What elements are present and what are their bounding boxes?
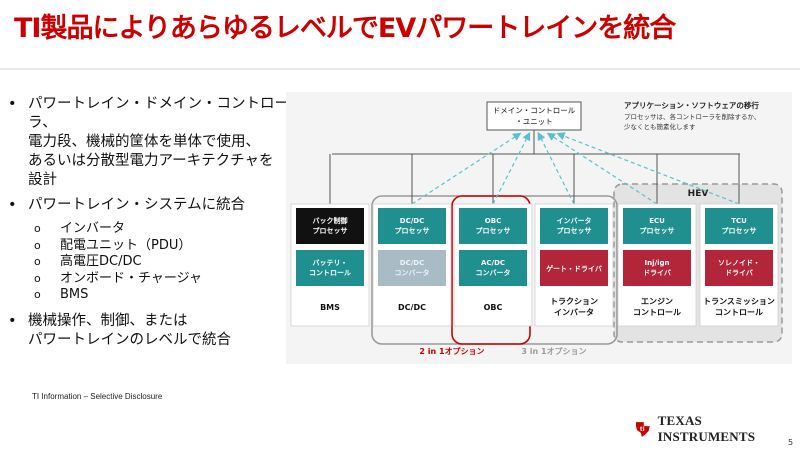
- svg-text:ti: ti: [640, 427, 645, 433]
- option-3in1-label: 3 in 1オプション: [521, 346, 586, 356]
- column-label: コントロール: [633, 308, 681, 317]
- power-stage-label: ドライバ: [643, 269, 671, 277]
- processor-label: プロセッサ: [722, 226, 757, 235]
- bullet-1-line-3: あるいは分散型電力アーキテクチャを: [28, 153, 274, 169]
- power-stage-block: [540, 250, 608, 286]
- column-label: エンジン: [641, 297, 673, 306]
- processor-label: プロセッサ: [640, 226, 675, 235]
- processor-label: ECU: [649, 217, 665, 225]
- bullet-3: • 機械操作、制御、または パワートレインのレベルで統合: [8, 312, 293, 350]
- column-label: コントロール: [715, 308, 763, 317]
- power-stage-label: DC/DC: [400, 259, 424, 267]
- bullet-dot: •: [8, 197, 17, 213]
- power-stage-label: コンバータ: [476, 268, 511, 277]
- processor-block: [296, 208, 364, 244]
- bullet-3-line-2: パワートレインのレベルで統合: [28, 331, 231, 348]
- power-stage-block: [623, 250, 691, 286]
- power-stage-label: Inj/ign: [645, 259, 670, 267]
- bullet-dot: •: [8, 312, 17, 329]
- slide-title: TI製品によりあらゆるレベルでEVパワートレインを統合: [14, 13, 676, 44]
- processor-label: OBC: [485, 217, 501, 225]
- processor-block: [623, 208, 691, 244]
- power-stage-label: ゲート・ドライバ: [546, 264, 602, 273]
- column-label: インバータ: [554, 307, 594, 317]
- sub-bullet-text: インバータ: [60, 221, 126, 236]
- power-stage-label: ドライバ: [725, 269, 753, 277]
- bullet-3-line-1: 機械操作、制御、または: [28, 312, 188, 329]
- processor-block: [459, 208, 527, 244]
- app-note-line-3: 少なくとも簡素化します: [624, 122, 696, 131]
- bullet-1-line-4: 設計: [28, 172, 57, 188]
- processor-label: DC/DC: [400, 217, 424, 225]
- processor-label: プロセッサ: [557, 226, 592, 235]
- processor-block: [705, 208, 773, 244]
- column-label: トラクション: [550, 296, 598, 306]
- processor-label: TCU: [731, 217, 747, 225]
- domain-box-line-2: ・ユニット: [515, 117, 553, 126]
- sub-bullet-text: 高電圧DC/DC: [60, 254, 142, 269]
- power-stage-block: [378, 250, 446, 286]
- processor-block: [540, 208, 608, 244]
- processor-label: プロセッサ: [395, 226, 430, 235]
- processor-label: プロセッサ: [476, 226, 511, 235]
- column-label: OBC: [484, 303, 503, 312]
- migration-arrow: [546, 132, 658, 205]
- bullet-2-line-1: パワートレイン・システムに統合: [28, 197, 246, 213]
- power-stage-label: AC/DC: [481, 259, 505, 267]
- brand-name: TEXAS INSTRUMENTS: [657, 413, 756, 444]
- power-stage-block: [459, 250, 527, 286]
- page-number: 5: [788, 438, 794, 447]
- migration-arrow: [556, 132, 740, 205]
- controller-columns: バック制御プロセッサバッテリ・コントロールBMSDC/DCプロセッサDC/DCコ…: [290, 203, 779, 327]
- domain-box-line-1: ドメイン・コントロール: [493, 106, 576, 115]
- power-stage-label: ソレノイド・: [718, 259, 760, 267]
- processor-label: プロセッサ: [313, 226, 348, 235]
- app-note-line-2: プロセッサは、各コントローラを削除するか、: [624, 112, 760, 121]
- option-2in1-label: 2 in 1オプション: [419, 346, 484, 356]
- power-stage-block: [296, 250, 364, 286]
- sub-bullet-text: 配電ユニット（PDU）: [60, 237, 192, 253]
- bullet-1-line-2: 電力段、機械的筐体を単体で使用、: [28, 134, 260, 150]
- tree-drops: [329, 154, 740, 204]
- sub-bullet-text: オンボード・チャージャ: [60, 270, 202, 286]
- migration-arrow: [492, 131, 531, 205]
- power-stage-label: バッテリ・: [313, 259, 348, 267]
- column-label: BMS: [320, 303, 340, 312]
- column-label: トランスミッション: [703, 297, 775, 306]
- bullet-dot: •: [8, 96, 17, 112]
- column-label: DC/DC: [398, 303, 426, 312]
- bullet-1: • パワートレイン・ドメイン・コントローラ、 電力段、機械的筐体を単体で使用、 …: [8, 95, 293, 190]
- processor-label: バック制御: [313, 216, 348, 225]
- hev-label: HEV: [688, 189, 709, 199]
- power-stage-block: [705, 250, 773, 286]
- ti-state-icon: ti: [635, 422, 650, 437]
- processor-label: インバータ: [557, 216, 592, 225]
- app-note-heading: アプリケーション・ソフトウェアの移行: [624, 100, 759, 110]
- migration-arrows: [411, 131, 740, 205]
- power-stage-label: コンバータ: [395, 268, 430, 277]
- title-divider: [0, 68, 800, 70]
- footer-disclosure: TI Information – Selective Disclosure: [32, 392, 163, 401]
- migration-arrow: [537, 131, 575, 205]
- migration-arrow: [411, 132, 522, 205]
- bullet-1-line-1: パワートレイン・ドメイン・コントローラ、: [28, 96, 289, 131]
- processor-block: [378, 208, 446, 244]
- sub-bullet-text: BMS: [60, 287, 89, 302]
- powertrain-diagram: HEV ドメイン・コントロール ・ユニット アプリケーション・ソフトウェアの移行…: [286, 92, 792, 364]
- bullet-2: • パワートレイン・システムに統合: [8, 196, 293, 215]
- ti-logo: ti TEXAS INSTRUMENTS: [634, 413, 800, 445]
- power-stage-label: コントロール: [309, 269, 351, 277]
- bullet-list: • パワートレイン・ドメイン・コントローラ、 電力段、機械的筐体を単体で使用、 …: [8, 95, 293, 356]
